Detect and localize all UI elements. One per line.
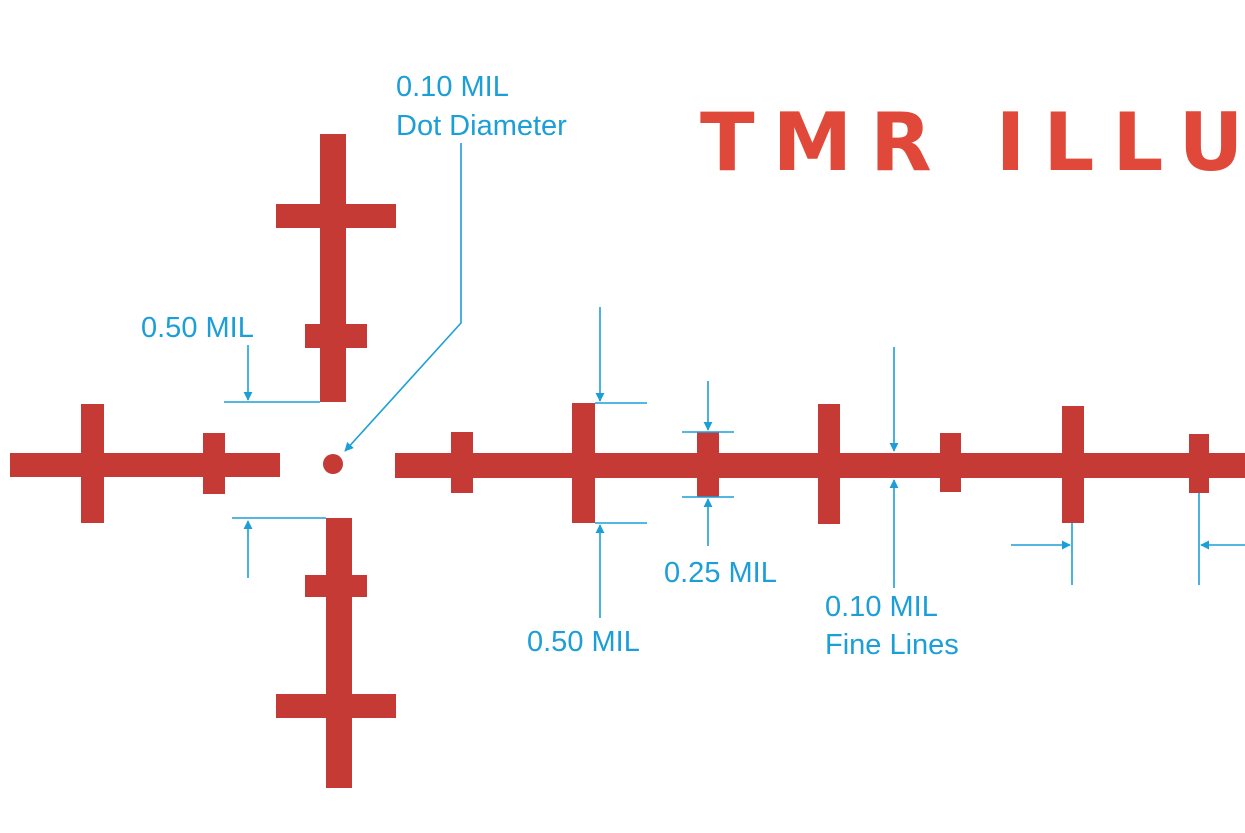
bottom-post — [326, 518, 352, 788]
annotations — [224, 143, 1245, 618]
top-minor-hash — [305, 324, 367, 348]
major-hash-label: 0.50 MIL — [527, 626, 640, 658]
minor-hash-label: 0.25 MIL — [664, 557, 777, 589]
top-major-hash — [276, 204, 396, 228]
dot-diameter-caption: Dot Diameter — [396, 110, 567, 142]
left-post — [10, 453, 280, 477]
gap-label: 0.50 MIL — [141, 312, 254, 344]
fine-lines-value: 0.10 MIL — [825, 591, 938, 623]
left-major-hash — [81, 404, 104, 523]
right-minor-hash — [1189, 434, 1209, 493]
right-minor-hash — [697, 432, 719, 497]
dot-leader-line — [344, 143, 462, 452]
right-major-hash — [572, 403, 595, 523]
right-major-hash — [818, 404, 840, 524]
right-minor-hash — [940, 433, 961, 492]
right-major-hash — [1062, 406, 1084, 523]
bottom-minor-hash — [305, 575, 367, 597]
handwritten-title: TMR ILLUM. — [700, 96, 1245, 189]
reticle — [10, 134, 1245, 788]
left-minor-hash — [203, 433, 225, 494]
top-post — [320, 134, 346, 402]
right-minor-hash — [451, 432, 473, 493]
dot-diameter-value: 0.10 MIL — [396, 71, 509, 103]
fine-lines-caption: Fine Lines — [825, 629, 959, 661]
center-dot — [323, 454, 343, 474]
bottom-major-hash — [276, 694, 396, 718]
